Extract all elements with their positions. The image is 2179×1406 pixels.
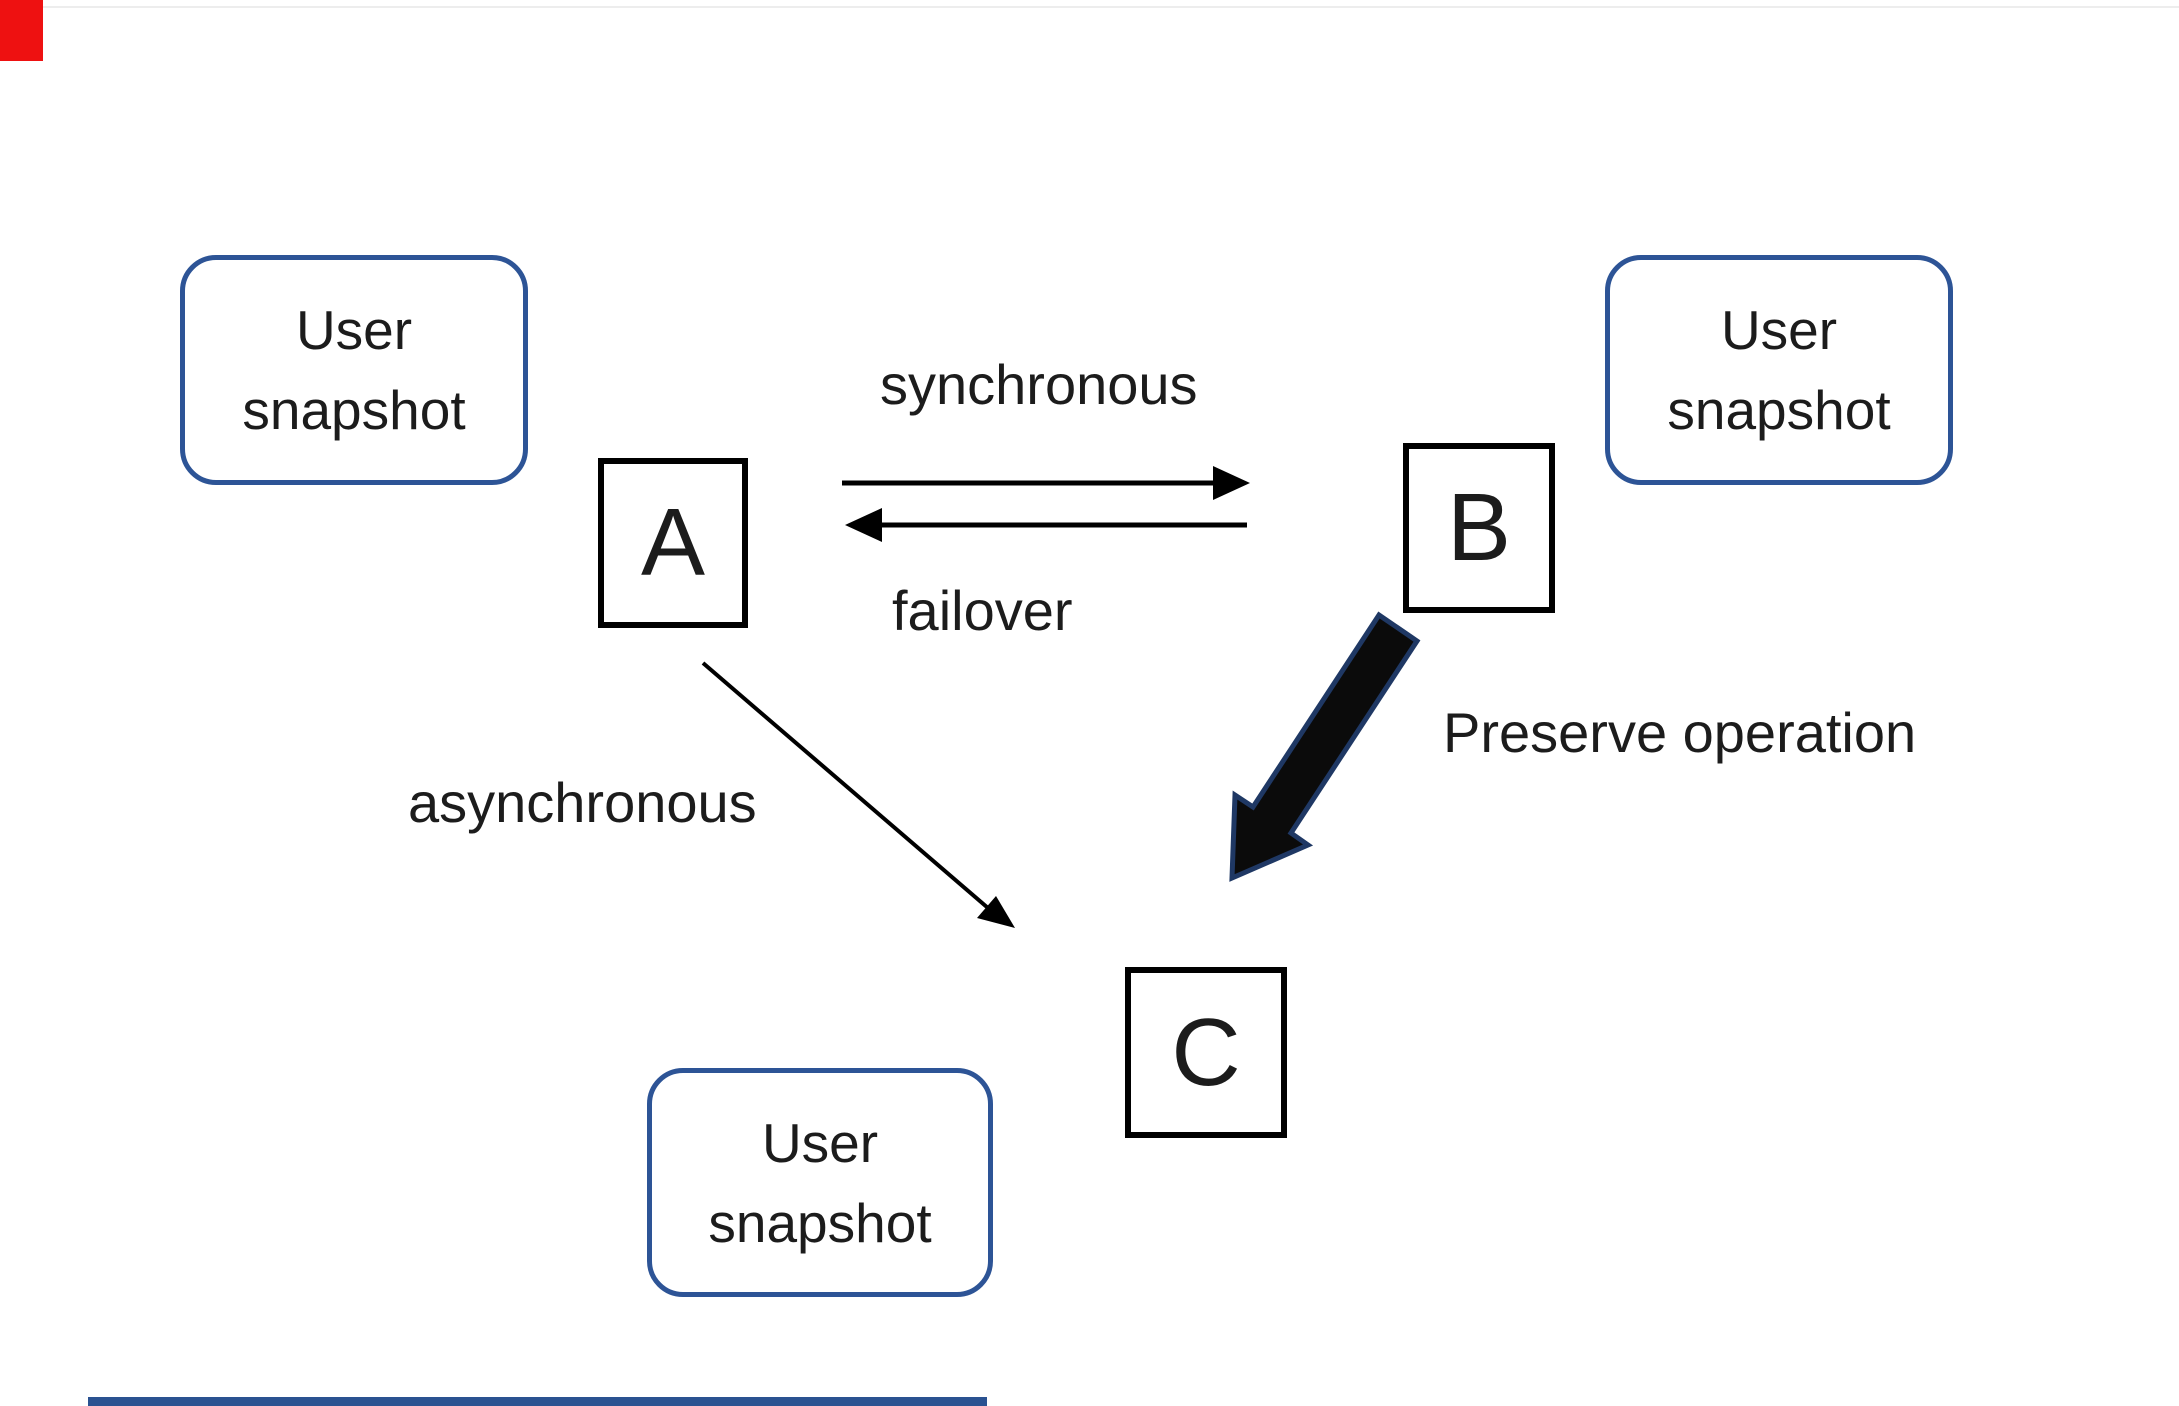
label-preserve-operation: Preserve operation xyxy=(1443,701,1917,764)
node-a-label: A xyxy=(640,489,706,596)
synchronous-arrowhead xyxy=(1213,466,1250,500)
node-c-box: C xyxy=(1125,967,1287,1138)
node-b-box: B xyxy=(1403,443,1555,613)
user-snapshot-box-top-right: User snapshot xyxy=(1605,255,1953,485)
node-a-box: A xyxy=(598,458,748,628)
user-snapshot-label-line2: snapshot xyxy=(242,379,466,441)
node-c-label: C xyxy=(1171,998,1241,1106)
red-corner-marker xyxy=(0,0,43,61)
failover-arrowhead xyxy=(845,508,882,542)
label-synchronous: synchronous xyxy=(880,353,1198,416)
node-b-label: B xyxy=(1446,474,1512,581)
label-failover: failover xyxy=(892,579,1073,642)
user-snapshot-label-line1: User xyxy=(295,299,413,361)
bottom-blue-bar xyxy=(88,1397,987,1406)
user-snapshot-label-line2: snapshot xyxy=(1667,379,1891,441)
preserve-operation-arrow xyxy=(1229,611,1421,882)
asynchronous-arrowhead xyxy=(977,896,1015,928)
user-snapshot-box-bottom: User snapshot xyxy=(647,1068,993,1297)
user-snapshot-label-line1: User xyxy=(761,1111,879,1174)
window-top-border xyxy=(0,6,2179,8)
label-asynchronous: asynchronous xyxy=(408,771,757,834)
user-snapshot-label-line2: snapshot xyxy=(708,1191,932,1254)
user-snapshot-label-line1: User xyxy=(1720,299,1838,361)
user-snapshot-box-top-left: User snapshot xyxy=(180,255,528,485)
